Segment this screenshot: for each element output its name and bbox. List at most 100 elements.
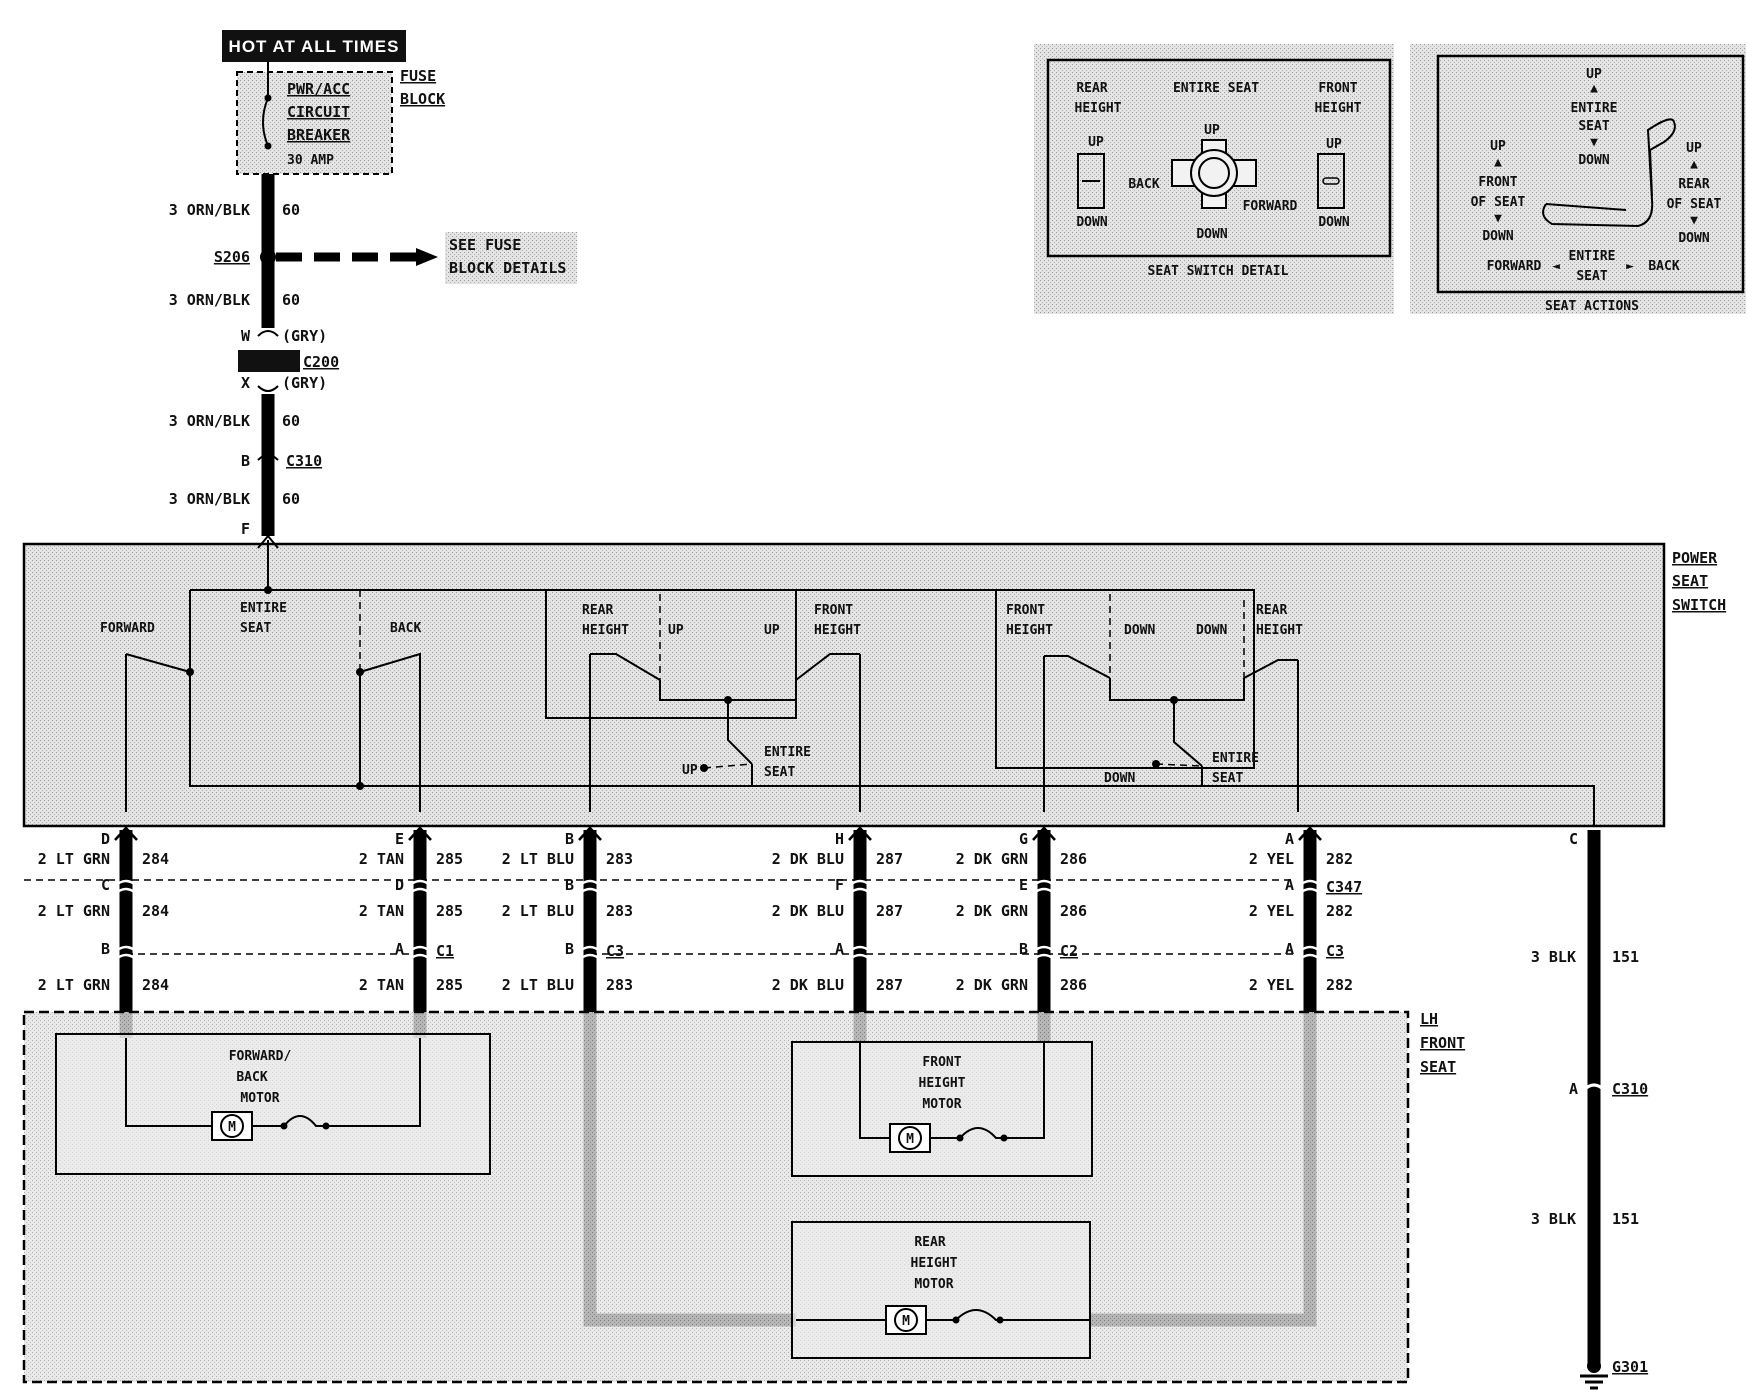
circuit-number-label: 285 [436,850,463,868]
pss-front-h2: HEIGHT [814,623,861,638]
front-height-down-contact [1044,655,1111,679]
sd-up-left: UP [1088,135,1104,150]
rh-winding-node-1 [952,1316,960,1324]
connector-terminal [1032,945,1056,961]
sa-down-left-arrow: ▼ [1494,211,1502,226]
feed-wire-color-2: 3 ORN/BLK [169,291,250,309]
rh-motor-3: MOTOR [914,1277,953,1292]
entire-seat-knob-outer [1190,149,1238,197]
connector-terminal [114,945,138,961]
sa-entire-2: ENTIRE [1569,249,1616,264]
circuit-number-label: 287 [876,850,903,868]
wire-color-label: 2 DK GRN [956,850,1028,868]
feed-circuit-number-4: 60 [282,490,300,508]
sa-forward: FORWARD [1487,259,1542,274]
sa-down-arrow-mid: ▼ [1590,135,1598,150]
connector-terminal [848,879,872,895]
front-height-switch-lever [1322,177,1340,185]
circuit-number-label: 284 [142,902,169,920]
pss-rear-h4: HEIGHT [1256,623,1303,638]
c200-pin-x: X [241,374,250,392]
circuit-number-label: 282 [1326,850,1353,868]
pss-up-a: UP [668,623,684,638]
connector-pin-label: D [395,876,404,894]
connector-terminal [408,945,432,961]
rear-height-motor-box [791,1221,1091,1359]
feed-circuit-number-2: 60 [282,291,300,309]
power-seat-switch: POWER SEAT SWITCH FORWARD ENTIRE SEAT BA… [22,534,1726,828]
fh-motor-1: FRONT [922,1055,961,1070]
sd-back: BACK [1128,177,1159,192]
ground-connector-c310: C310 [1612,1080,1648,1098]
feed-wire-color-1: 3 ORN/BLK [169,201,250,219]
see-fuse-arrow [416,248,438,266]
ground-pin-c: C [1569,830,1578,848]
fb-winding-node-1 [280,1122,288,1130]
entire-up-node [700,764,708,772]
connector-pin-label: H [835,830,844,848]
connector-id-label: C1 [436,942,454,960]
sd-forward: FORWARD [1243,199,1298,214]
connector-id-label: C347 [1326,878,1362,896]
connector-terminal [578,945,602,961]
pss-rear-h2: HEIGHT [582,623,629,638]
c310-pin-b: B [241,452,250,470]
front-height-motor-box [791,1041,1093,1177]
connector-pin-label: B [565,940,574,958]
connector-id-label: C2 [1060,942,1078,960]
fb-motor-icon [220,1114,244,1138]
sa-rear-of-1: REAR [1678,177,1709,192]
wire-color-label: 2 YEL [1249,902,1294,920]
connector-terminal [1298,879,1322,895]
connector-terminal [848,945,872,961]
sa-down-right-arrow: ▼ [1690,213,1698,228]
ground-g301: G301 [1612,1358,1648,1376]
connector-c310-label: C310 [286,452,322,470]
wire-color-label: 2 LT GRN [38,902,110,920]
ground-circuit-1: 151 [1612,948,1639,966]
fh-winding-node-2 [1000,1134,1008,1142]
sa-front-of-2: OF SEAT [1471,195,1526,210]
connector-pin-label: A [835,940,844,958]
pss-rear-h1: REAR [582,603,613,618]
pss-entire-3: ENTIRE [1212,751,1259,766]
switch-pin-f: F [241,520,250,538]
seat-actions-shade [1410,44,1746,314]
pss-up-b: UP [764,623,780,638]
wire-color-label: 2 YEL [1249,850,1294,868]
connector-terminal [578,879,602,895]
sa-up-left: UP [1490,139,1506,154]
sd-rear-1: REAR [1076,81,1107,96]
circuit-number-label: 283 [606,902,633,920]
pss-up-c: UP [682,763,698,778]
circuit-breaker-symbol [262,97,269,147]
fh-motor-symbol: M [906,1132,914,1147]
see-fuse-line-1: SEE FUSE [449,236,521,254]
breaker-terminal-bottom [264,142,272,150]
splice-s206-label: S206 [214,248,250,266]
connector-pin-label: B [565,876,574,894]
switch-ground-bus [189,590,1595,826]
ground-wire-2: 3 BLK [1531,1210,1576,1228]
wire-color-label: 2 DK BLU [772,850,844,868]
entire-seat-knob-inner [1198,157,1230,189]
pss-entire-1: ENTIRE [240,601,287,616]
pss-down-a: DOWN [1124,623,1155,638]
fb-motor-2: BACK [236,1070,267,1085]
connector-terminal [848,826,872,841]
circuit-number-label: 287 [876,902,903,920]
connector-pin-label: A [1285,830,1294,848]
wire-color-label: 2 LT BLU [502,976,574,994]
connector-pin-label: B [1019,940,1028,958]
entire-up-link [703,763,753,769]
sa-back: BACK [1648,259,1679,274]
fb-ground-node [356,782,364,790]
rh-winding-node-2 [996,1316,1004,1324]
rh-motor-1: REAR [914,1235,945,1250]
sa-up-right: UP [1686,141,1702,156]
seat-actions: UP ▲ ENTIRE SEAT ▼ DOWN UP ▲ FRONT OF SE… [1410,44,1746,314]
see-fuse-shade [445,232,577,284]
front-height-switch [1317,153,1345,209]
connector-terminal [1032,879,1056,895]
